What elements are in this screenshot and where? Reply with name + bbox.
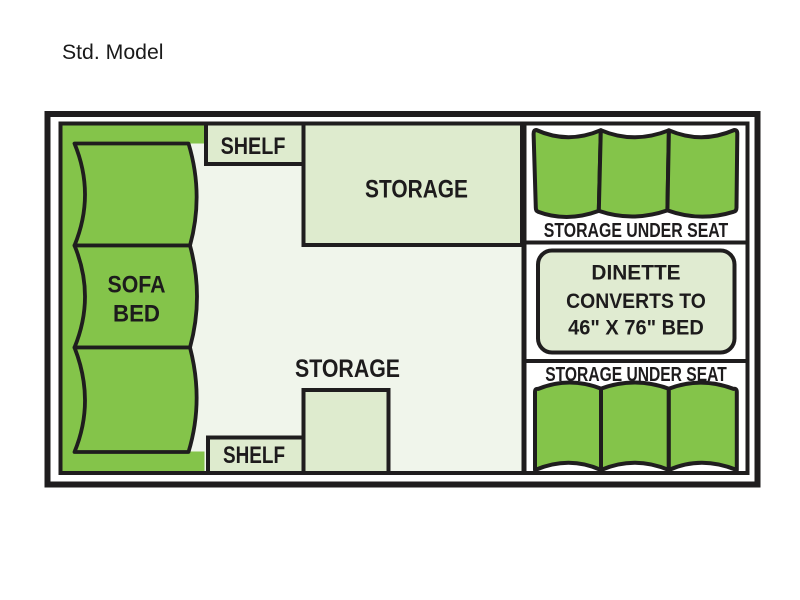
svg-text:Std. Model: Std. Model — [62, 41, 164, 64]
svg-text:STORAGE: STORAGE — [295, 355, 400, 383]
svg-text:SHELF: SHELF — [221, 133, 286, 160]
svg-text:STORAGE: STORAGE — [365, 176, 468, 204]
svg-text:BED: BED — [113, 300, 160, 327]
svg-text:CONVERTS TO: CONVERTS TO — [566, 290, 706, 313]
svg-text:46" X 76" BED: 46" X 76" BED — [568, 317, 704, 340]
svg-text:STORAGE UNDER SEAT: STORAGE UNDER SEAT — [545, 364, 727, 386]
svg-text:SHELF: SHELF — [223, 442, 285, 469]
svg-text:SOFA: SOFA — [108, 272, 166, 299]
svg-text:DINETTE: DINETTE — [591, 262, 680, 285]
svg-text:STORAGE UNDER SEAT: STORAGE UNDER SEAT — [544, 220, 729, 242]
